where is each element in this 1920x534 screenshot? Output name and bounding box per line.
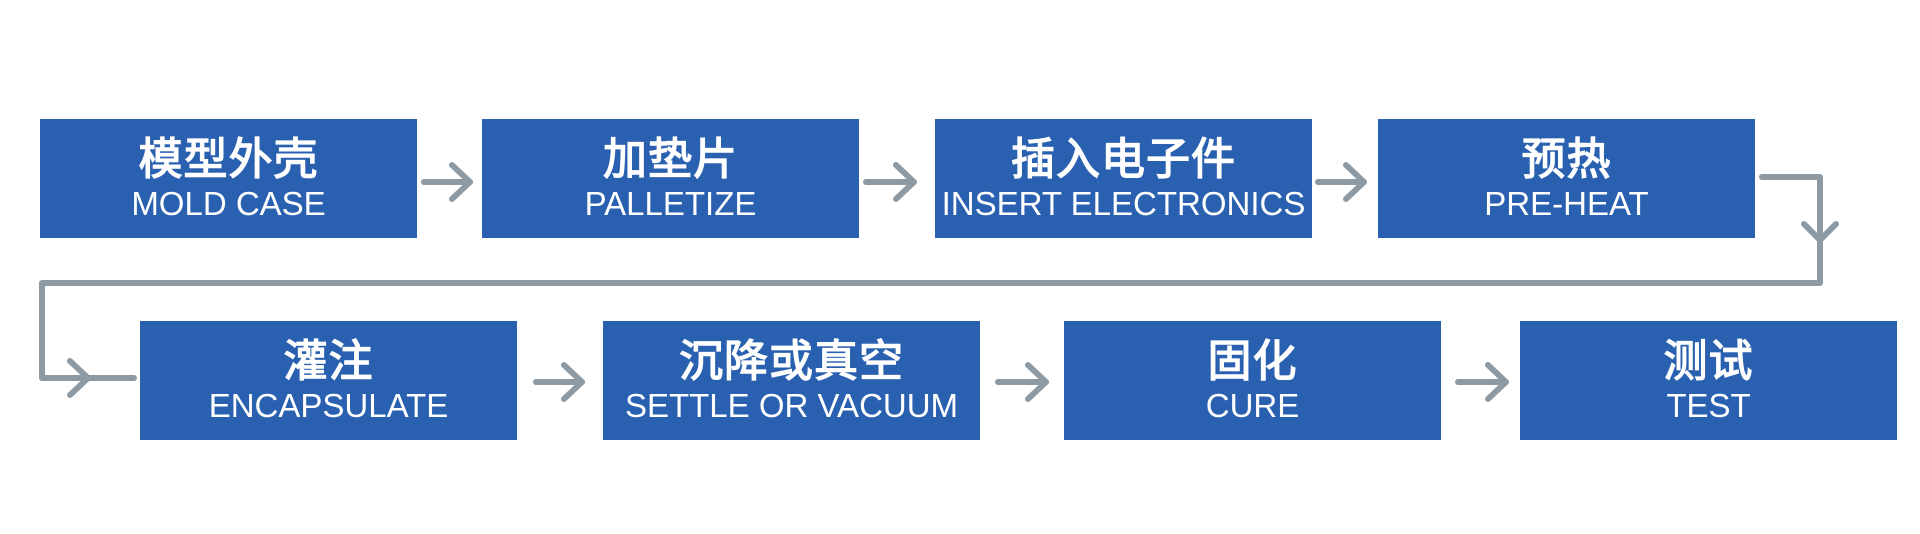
step-title-zh: 固化	[1207, 336, 1298, 387]
step-title-en: SETTLE OR VACUUM	[624, 387, 959, 424]
step-insert-electronics: 插入电子件 INSERT ELECTRONICS	[935, 119, 1312, 238]
step-title-zh: 测试	[1663, 336, 1754, 387]
step-title-en: CURE	[1205, 387, 1300, 424]
step-title-en: TEST	[1666, 387, 1751, 424]
arrow-right-icon	[1315, 162, 1367, 202]
step-title-en: PRE-HEAT	[1484, 185, 1649, 222]
step-palletize: 加垫片 PALLETIZE	[482, 119, 859, 238]
step-settle-or-vacuum: 沉降或真空 SETTLE OR VACUUM	[603, 321, 980, 440]
step-title-zh: 预热	[1521, 134, 1612, 185]
step-title-en: MOLD CASE	[131, 185, 326, 222]
step-mold-case: 模型外壳 MOLD CASE	[40, 119, 417, 238]
step-pre-heat: 预热 PRE-HEAT	[1378, 119, 1755, 238]
arrow-right-icon	[533, 362, 585, 402]
step-test: 测试 TEST	[1520, 321, 1897, 440]
step-encapsulate: 灌注 ENCAPSULATE	[140, 321, 517, 440]
arrow-right-icon	[421, 162, 473, 202]
arrow-right-icon	[1455, 362, 1509, 402]
step-title-en: PALLETIZE	[584, 185, 757, 222]
arrow-right-icon	[995, 362, 1049, 402]
step-title-zh: 模型外壳	[138, 134, 319, 185]
step-title-zh: 沉降或真空	[679, 336, 904, 387]
step-cure: 固化 CURE	[1064, 321, 1441, 440]
step-title-en: INSERT ELECTRONICS	[941, 185, 1306, 222]
step-title-zh: 灌注	[283, 336, 374, 387]
wrap-connector	[39, 174, 1839, 398]
step-title-en: ENCAPSULATE	[208, 387, 449, 424]
step-title-zh: 加垫片	[603, 134, 738, 185]
step-title-zh: 插入电子件	[1011, 134, 1236, 185]
arrow-right-icon	[863, 162, 917, 202]
